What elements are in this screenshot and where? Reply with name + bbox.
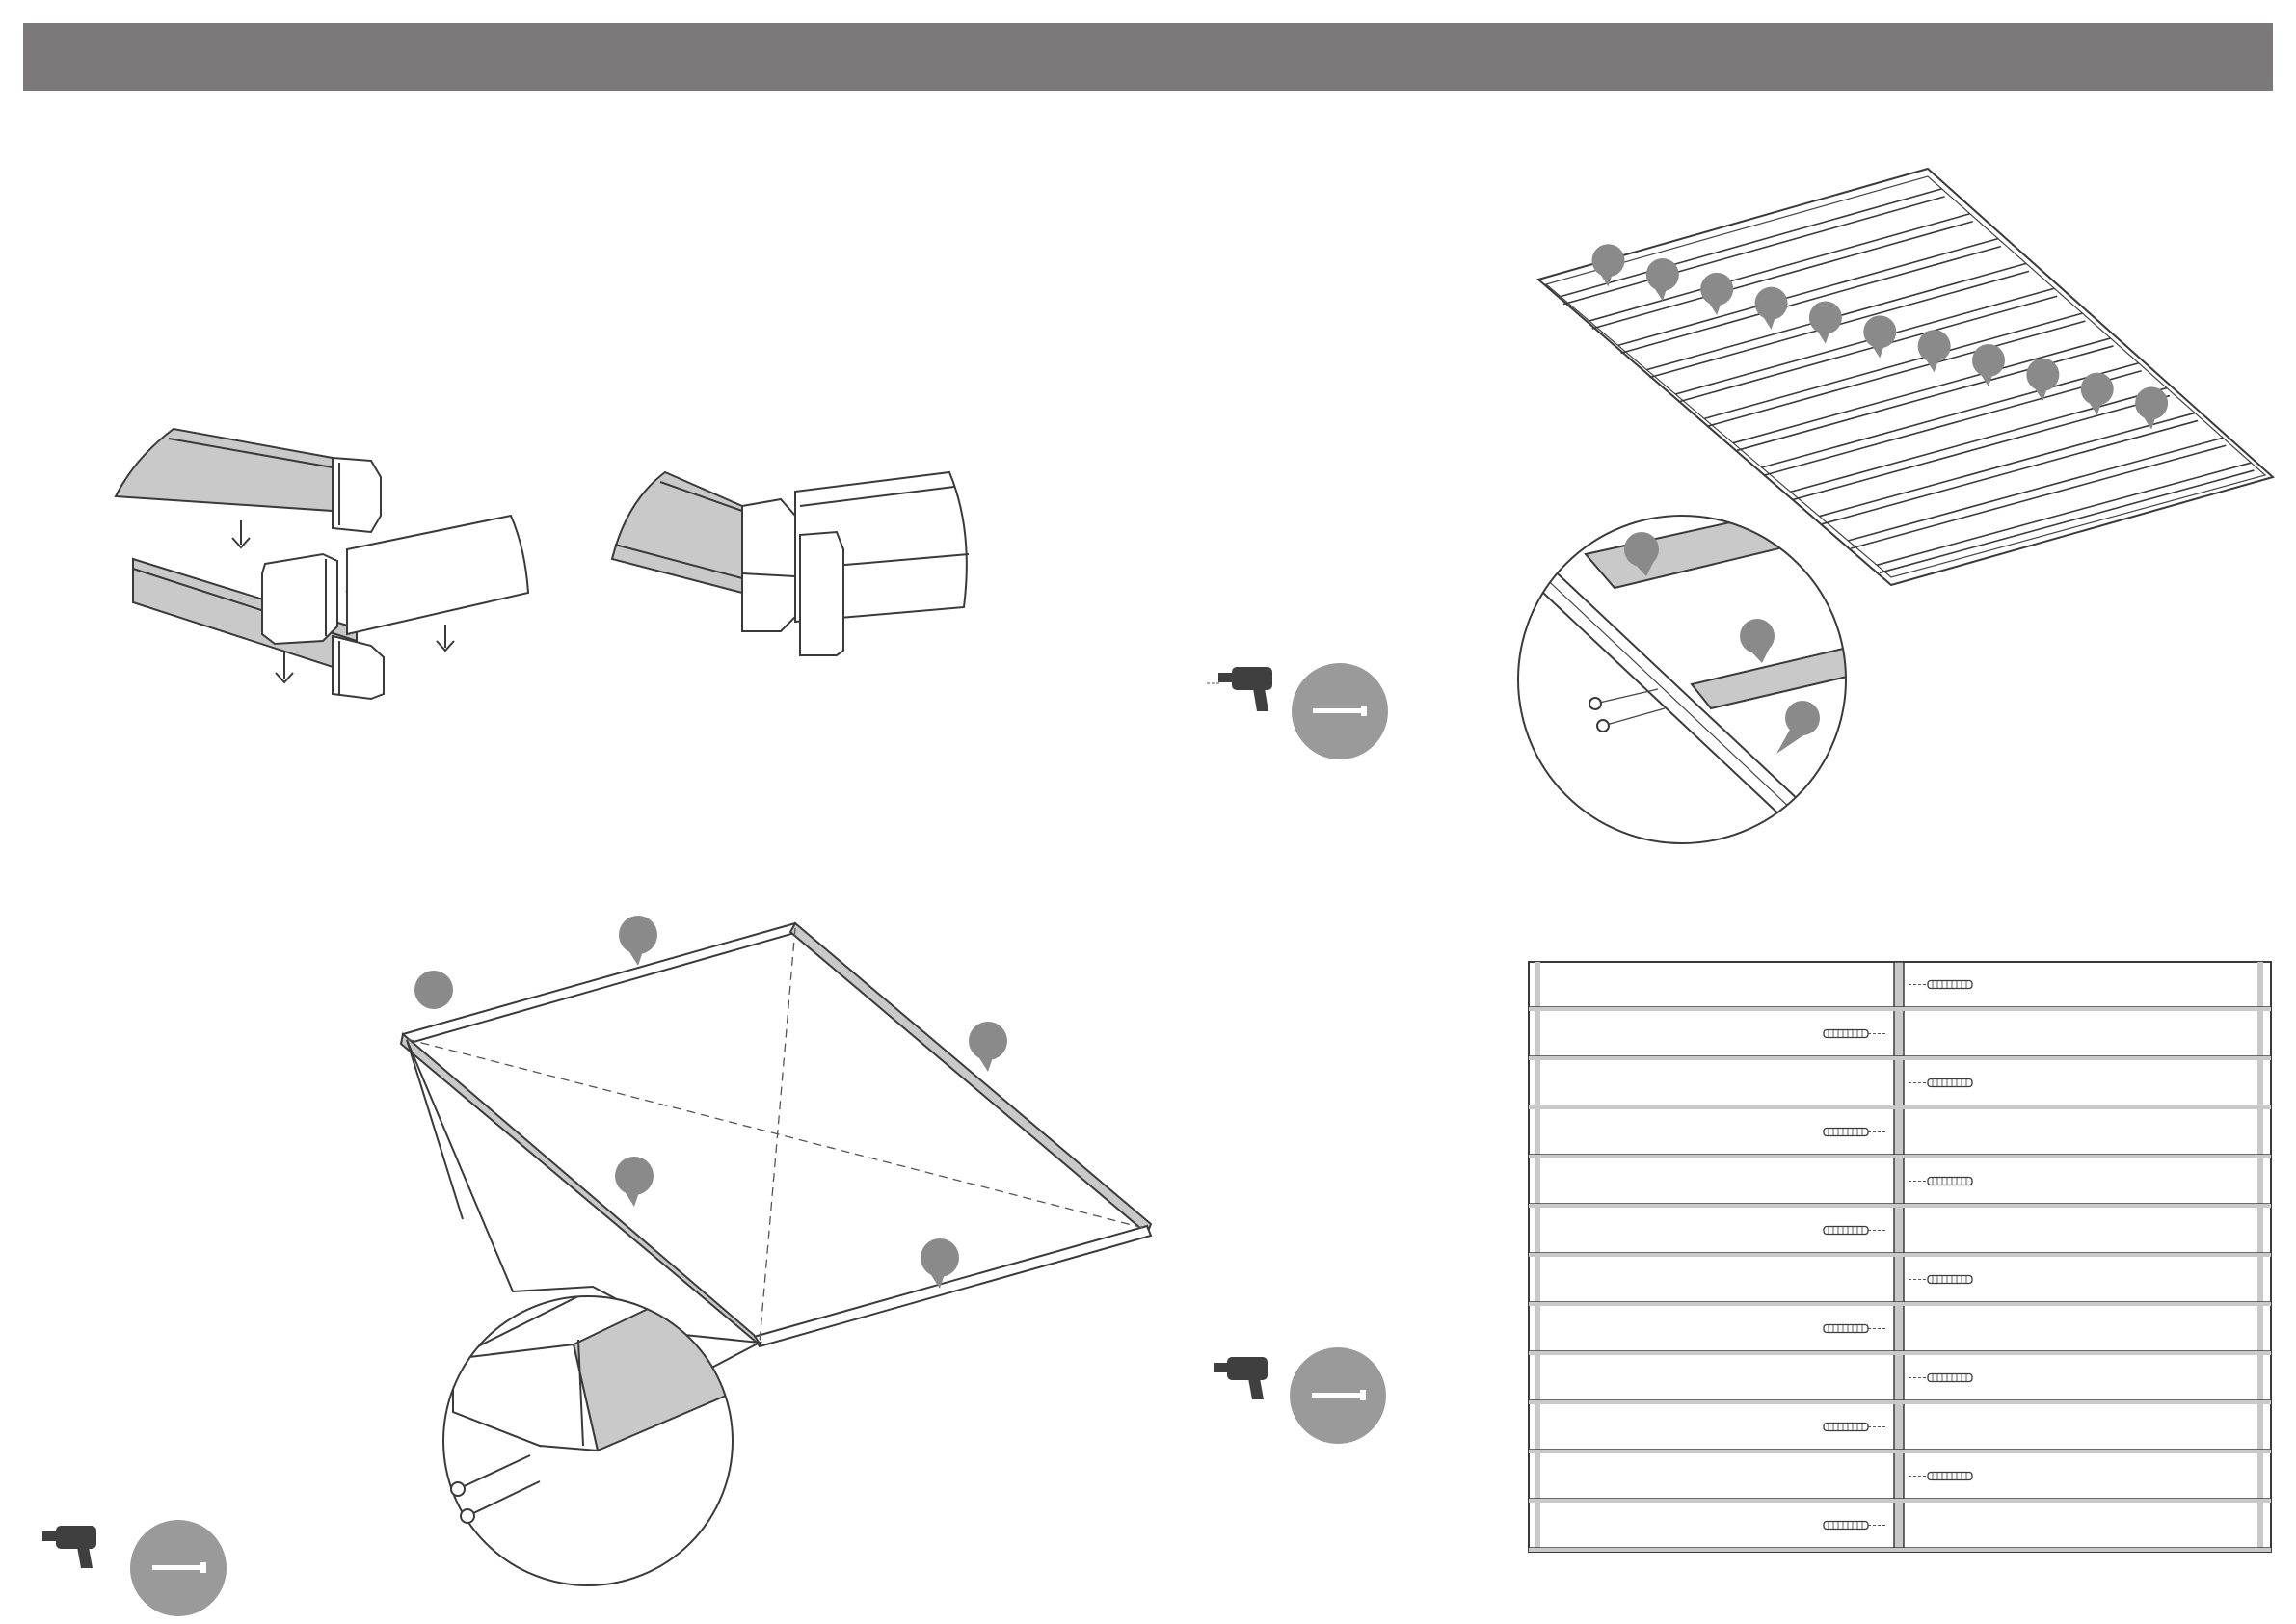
screw-icon bbox=[1824, 1030, 1887, 1038]
screw-icon bbox=[1292, 663, 1388, 759]
assembled-panel-diagram bbox=[607, 463, 993, 675]
screw-icon bbox=[1909, 1079, 1972, 1087]
tool-badge-bottom-right bbox=[1200, 1340, 1393, 1451]
screw-icon bbox=[1824, 1129, 1887, 1136]
header-bar bbox=[23, 23, 2273, 91]
drill-icon bbox=[42, 1526, 96, 1568]
screw-icon bbox=[1909, 981, 1972, 989]
callout-pin-icon bbox=[1700, 273, 1733, 315]
screw-icon bbox=[1824, 1522, 1887, 1530]
frame-corner-zoom bbox=[443, 1277, 733, 1585]
callout-pin-icon bbox=[1776, 701, 1820, 754]
callout-pin-icon bbox=[1646, 258, 1679, 301]
arrow-down-icon bbox=[232, 520, 250, 547]
upper-board bbox=[116, 429, 333, 511]
tool-badge-top bbox=[1205, 655, 1398, 761]
screw-icon bbox=[1909, 1178, 1972, 1185]
callout-pin-icon bbox=[1972, 344, 2005, 386]
upper-connector bbox=[333, 458, 381, 532]
drill-icon bbox=[1214, 1357, 1268, 1399]
callout-pin-icon bbox=[619, 916, 657, 966]
screw-icon bbox=[451, 1455, 530, 1496]
callout-pin-icon bbox=[2081, 373, 2114, 415]
screw-icon bbox=[1290, 1347, 1386, 1444]
callout-pin-icon bbox=[414, 971, 453, 1009]
callout-pin-icon bbox=[1863, 315, 1896, 358]
frame-rails bbox=[401, 923, 1151, 1346]
arrow-down-icon bbox=[437, 625, 454, 651]
perimeter-frame-assembly bbox=[395, 911, 1166, 1585]
callout-pin-icon bbox=[1809, 301, 1842, 343]
middle-connector bbox=[262, 554, 337, 644]
screw-icon bbox=[1824, 1424, 1887, 1431]
joist bbox=[1561, 189, 1945, 305]
screw-icon bbox=[1909, 1276, 1972, 1284]
callout-pin-icon bbox=[1755, 287, 1788, 330]
screw-icon bbox=[130, 1520, 227, 1616]
corner-detail-zoom bbox=[1508, 511, 1855, 858]
drill-icon bbox=[1207, 667, 1272, 711]
callout-pin-icon bbox=[2135, 386, 2168, 429]
screw-icon bbox=[1909, 1374, 1972, 1382]
joist-screw-pattern bbox=[1523, 959, 2277, 1561]
screw-icon bbox=[1597, 708, 1665, 732]
arrow-down-icon bbox=[276, 651, 293, 682]
callout-pin-icon bbox=[1740, 619, 1775, 663]
callout-pin-icon bbox=[969, 1022, 1007, 1072]
screw-icon bbox=[461, 1481, 540, 1523]
tool-badge-bottom-left bbox=[39, 1508, 231, 1619]
right-board bbox=[347, 516, 528, 634]
lower-connector bbox=[333, 636, 384, 699]
screw-icon bbox=[1909, 1473, 1972, 1480]
screw-icon bbox=[1824, 1227, 1887, 1235]
panel-joining-diagram bbox=[116, 405, 655, 723]
screw-icon bbox=[1824, 1325, 1887, 1333]
callout-pin-icon bbox=[615, 1157, 654, 1207]
